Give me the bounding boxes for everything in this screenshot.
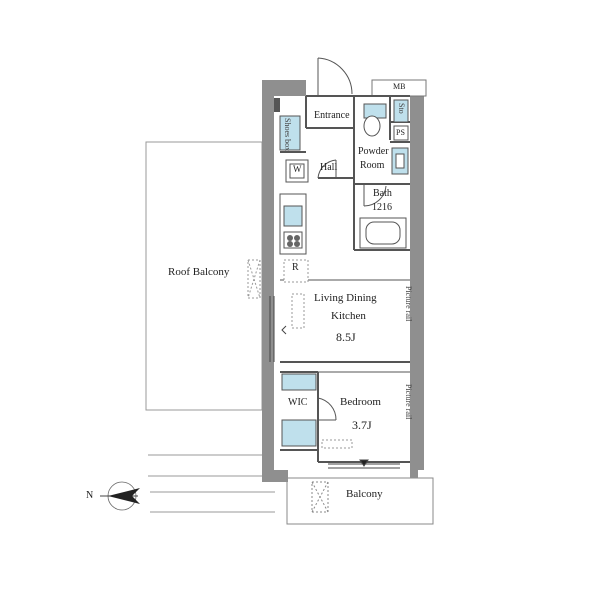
powder-room-label-1: Powder (358, 146, 389, 157)
wic-label: WIC (288, 397, 308, 408)
fridge-space (283, 259, 309, 283)
dashed-markers (247, 259, 353, 449)
entrance-door (317, 57, 353, 96)
powder-basin (391, 147, 409, 175)
ldk-size-label: 8.5J (336, 330, 356, 344)
exterior-walls (262, 80, 424, 482)
balcony-window (328, 459, 400, 469)
roof-balcony-area (145, 141, 275, 513)
balcony-label: Balcony (346, 488, 383, 500)
compass-icon (100, 481, 140, 511)
washer-label: W (293, 164, 302, 174)
bedroom-label: Bedroom (340, 396, 381, 408)
toilet-fixture (363, 103, 387, 137)
picture-rail-bedroom-label: Picture rail (404, 384, 413, 420)
ldk-label-1: Living Dining (314, 292, 377, 304)
balcony-area (286, 477, 434, 525)
ldk-window (269, 296, 287, 362)
kitchen-fixtures (279, 193, 307, 255)
sto-label: Sto (397, 103, 406, 114)
compass-north-label: N (86, 490, 94, 501)
fridge-label: R (292, 262, 299, 273)
bedroom-size-label: 3.7J (352, 418, 372, 432)
entrance-label: Entrance (314, 110, 350, 121)
shoes-box-fixture (279, 115, 301, 151)
powder-room-label-2: Room (360, 160, 385, 171)
pipe-space (393, 125, 409, 141)
hall-door (317, 159, 337, 179)
wic-fixture (281, 373, 317, 447)
roof-balcony-label: Roof Balcony (168, 266, 230, 278)
bath-label: Bath (373, 188, 392, 199)
bedroom-door (317, 397, 337, 421)
picture-rail-ldk-label: Picture rail (404, 286, 413, 322)
hall-label: Hall (320, 162, 338, 173)
bathtub-fixture (359, 217, 407, 249)
mb-label: MB (393, 82, 406, 91)
bath-door (363, 184, 387, 207)
ldk-label-2: Kitchen (331, 310, 366, 322)
bath-size-label: 1216 (372, 202, 392, 213)
ps-label: PS (396, 128, 405, 137)
interior-walls (280, 95, 410, 463)
storage-fixture (393, 99, 409, 123)
washer-fixture (285, 159, 309, 183)
shoes-box-label: Shoes box (283, 118, 292, 152)
